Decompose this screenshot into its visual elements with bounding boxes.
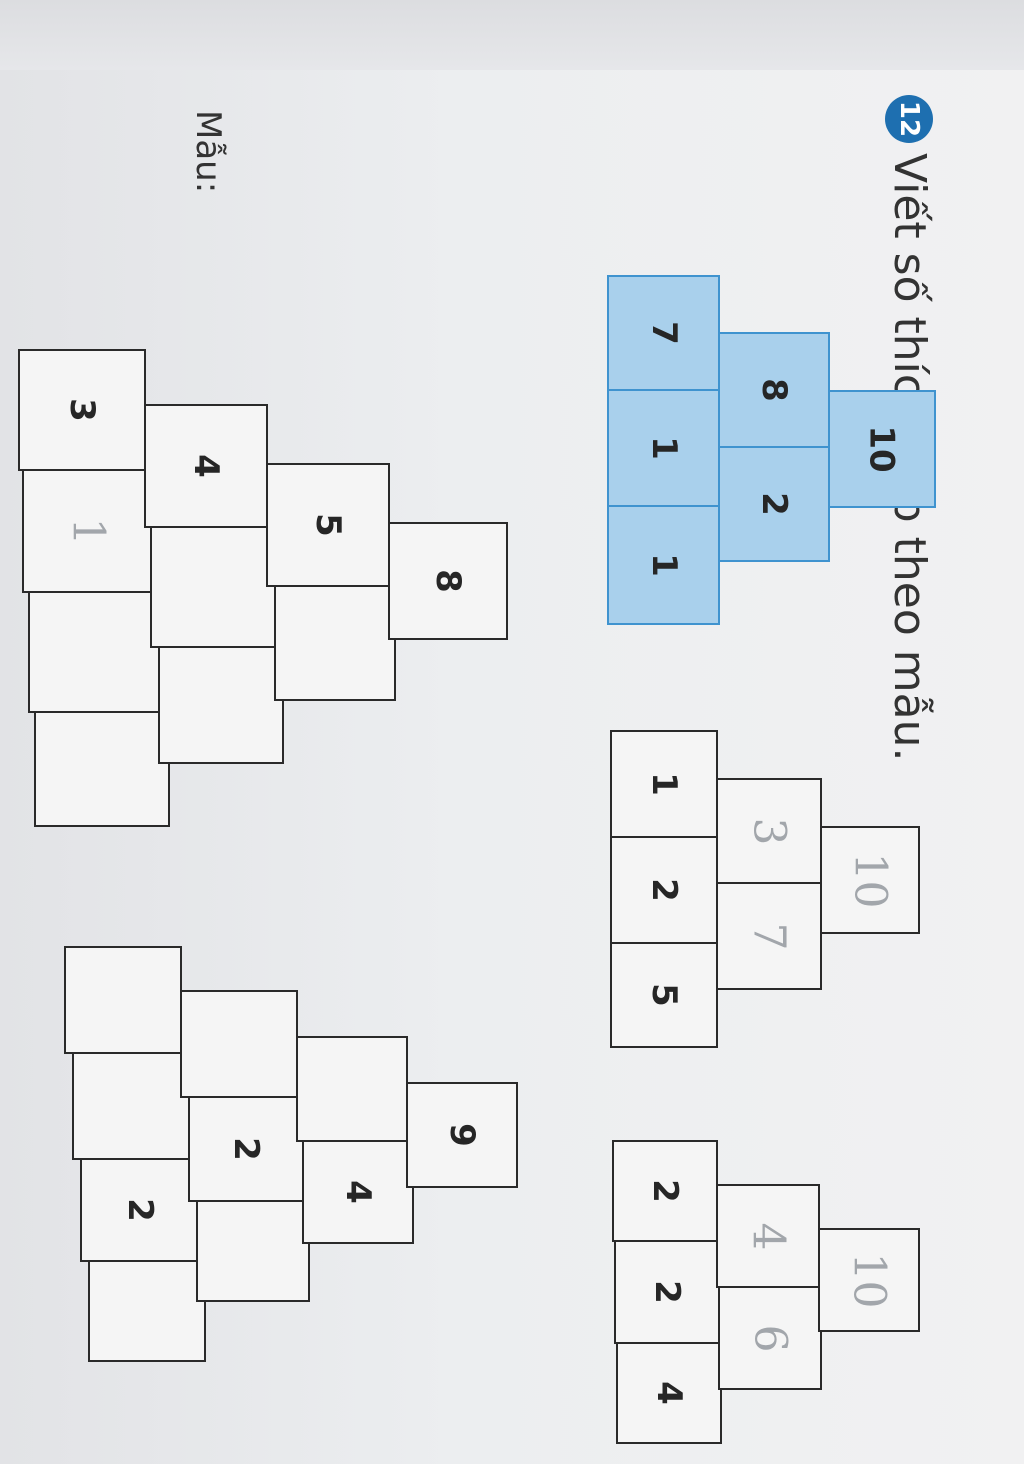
answer-box[interactable]: 5 (610, 942, 718, 1048)
answer-box[interactable]: 9 (406, 1082, 518, 1188)
answer-box[interactable]: 4 (716, 1184, 820, 1288)
answer-box[interactable] (150, 526, 276, 648)
answer-box[interactable]: 7 (716, 882, 822, 990)
answer-box[interactable] (34, 711, 170, 827)
answer-box[interactable] (72, 1052, 190, 1160)
answer-box[interactable]: 10 (820, 826, 920, 934)
answer-box[interactable] (64, 946, 182, 1054)
answer-box[interactable]: 3 (18, 349, 146, 471)
answer-box[interactable] (88, 1260, 206, 1362)
answer-box[interactable] (158, 646, 284, 764)
answer-box[interactable]: 4 (302, 1140, 414, 1244)
answer-box[interactable]: 1 (22, 469, 154, 593)
answer-box[interactable]: 2 (188, 1096, 304, 1202)
task-number-badge: 12 (885, 95, 934, 143)
answer-box[interactable]: 3 (716, 778, 822, 884)
sample-cell: 10 (828, 390, 936, 508)
sample-cell: 1 (607, 389, 720, 507)
answer-box[interactable]: 4 (616, 1342, 722, 1444)
sample-cell: 7 (607, 275, 720, 391)
answer-box[interactable]: 4 (144, 404, 268, 528)
answer-box[interactable]: 5 (266, 463, 390, 587)
answer-box[interactable]: 2 (612, 1140, 718, 1242)
page-edge (0, 0, 1024, 70)
answer-box[interactable]: 1 (610, 730, 718, 838)
answer-box[interactable]: 2 (80, 1158, 200, 1262)
sample-cell: 2 (718, 446, 830, 562)
answer-box[interactable]: 8 (388, 522, 508, 640)
sample-cell: 8 (718, 332, 830, 448)
sample-label: Mẫu: (188, 110, 228, 194)
answer-box[interactable] (28, 591, 162, 713)
answer-box[interactable]: 2 (610, 836, 718, 944)
answer-box[interactable] (180, 990, 298, 1098)
answer-box[interactable] (296, 1036, 408, 1142)
answer-box[interactable]: 2 (614, 1240, 720, 1344)
answer-box[interactable] (274, 585, 396, 701)
sample-cell: 1 (607, 505, 720, 625)
answer-box[interactable]: 10 (818, 1228, 920, 1332)
answer-box[interactable]: 6 (718, 1286, 822, 1390)
answer-box[interactable] (196, 1200, 310, 1302)
